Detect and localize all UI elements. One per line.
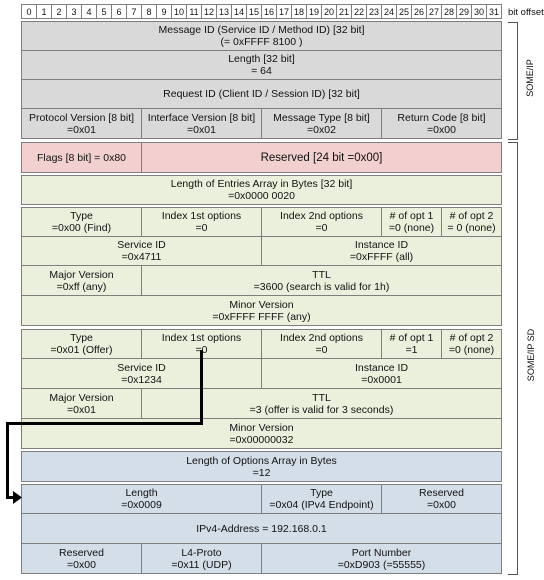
entry2-major-version-field: Major Version =0x01: [21, 388, 142, 419]
arrow-line-down2: [6, 422, 9, 499]
bracket-sd-line: [517, 142, 518, 574]
someip-label: SOME/IP: [525, 59, 535, 97]
return-code-field: Return Code [8 bit] =0x00: [381, 108, 502, 139]
bit-offset-label: bit offset: [508, 7, 544, 18]
entry1-type-field: Type =0x00 (Find): [21, 207, 142, 237]
options-length-field: Length of Options Array in Bytes =12: [21, 451, 502, 482]
entry2-minor-version-field: Minor Version =0x00000032: [21, 418, 502, 449]
option-type-field: Type =0x04 (IPv4 Endpoint): [261, 484, 382, 514]
entry1-major-version-field: Major Version =0xff (any): [21, 265, 142, 296]
protocol-version-field: Protocol Version [8 bit] =0x01: [21, 108, 142, 139]
entry2-service-id-field: Service ID =0x1234: [21, 358, 262, 389]
entry1-num-opt2-field: # of opt 2 = 0 (none): [441, 207, 502, 237]
option-port-number-field: Port Number =0xD903 (=55555): [261, 543, 502, 574]
entry1-instance-id-field: Instance ID =0xFFFF (all): [261, 236, 502, 266]
arrow-line-left: [6, 422, 203, 425]
entry1-ttl-field: TTL =3600 (search is valid for 1h): [141, 265, 502, 296]
entry1-index1-field: Index 1st options =0: [141, 207, 262, 237]
bit-20: 20: [321, 4, 337, 19]
bit-16: 16: [261, 4, 277, 19]
arrow-head-icon: [13, 491, 22, 504]
message-type-field: Message Type [8 bit] =0x02: [261, 108, 382, 139]
someip-sd-label: SOME/IP SD: [526, 328, 536, 382]
entry1-service-id-field: Service ID =0x4711: [21, 236, 262, 266]
bit-17: 17: [276, 4, 292, 19]
request-id-field: Request ID (Client ID / Session ID) [32 …: [21, 79, 502, 109]
bracket-sd-bottom: [508, 574, 518, 575]
bit-9: 9: [156, 4, 172, 19]
interface-version-field: Interface Version [8 bit] =0x01: [141, 108, 262, 139]
bit-12: 12: [201, 4, 217, 19]
bit-28: 28: [441, 4, 457, 19]
entry1-index2-field: Index 2nd options =0: [261, 207, 382, 237]
bit-11: 11: [186, 4, 202, 19]
bit-0: 0: [21, 4, 37, 19]
bit-1: 1: [36, 4, 52, 19]
bit-4: 4: [81, 4, 97, 19]
bit-24: 24: [381, 4, 397, 19]
bit-6: 6: [111, 4, 127, 19]
entry2-type-field: Type =0x01 (Offer): [21, 329, 142, 359]
bit-5: 5: [96, 4, 112, 19]
bracket-someip-top: [508, 22, 518, 23]
bit-19: 19: [306, 4, 322, 19]
bit-30: 30: [471, 4, 487, 19]
bit-18: 18: [291, 4, 307, 19]
bracket-sd-top: [508, 142, 518, 143]
bit-2: 2: [51, 4, 67, 19]
bit-23: 23: [366, 4, 382, 19]
bit-27: 27: [426, 4, 442, 19]
option-l4-proto-field: L4-Proto =0x11 (UDP): [141, 543, 262, 574]
arrow-line-down: [200, 350, 203, 425]
bit-8: 8: [141, 4, 157, 19]
bit-25: 25: [396, 4, 412, 19]
option-ipv4-address-field: IPv4-Address = 192.168.0.1: [21, 513, 502, 544]
bit-14: 14: [231, 4, 247, 19]
option-length-field: Length =0x0009: [21, 484, 262, 514]
bracket-someip-bottom: [508, 139, 518, 140]
flags-field: Flags [8 bit] = 0x80: [21, 142, 142, 173]
arrow-line-right: [6, 496, 15, 499]
bracket-someip-line: [517, 22, 518, 139]
entry2-index2-field: Index 2nd options =0: [261, 329, 382, 359]
entry1-num-opt1-field: # of opt 1 =0 (none): [381, 207, 442, 237]
bit-29: 29: [456, 4, 472, 19]
entry1-minor-version-field: Minor Version =0xFFFF FFFF (any): [21, 295, 502, 326]
bit-26: 26: [411, 4, 427, 19]
reserved-field: Reserved [24 bit =0x00]: [141, 142, 502, 173]
length-field: Length [32 bit] = 64: [21, 50, 502, 80]
bit-22: 22: [351, 4, 367, 19]
bit-15: 15: [246, 4, 262, 19]
message-id-field: Message ID (Service ID / Method ID) [32 …: [21, 21, 502, 51]
entry2-ttl-field: TTL =3 (offer is valid for 3 seconds): [141, 388, 502, 419]
entry2-num-opt1-field: # of opt 1 =1: [381, 329, 442, 359]
bit-10: 10: [171, 4, 187, 19]
entry2-instance-id-field: Instance ID =0x0001: [261, 358, 502, 389]
bit-3: 3: [66, 4, 82, 19]
bit-7: 7: [126, 4, 142, 19]
option-reserved1-field: Reserved =0x00: [381, 484, 502, 514]
entries-length-field: Length of Entries Array in Bytes [32 bit…: [21, 175, 502, 205]
bit-21: 21: [336, 4, 352, 19]
option-reserved2-field: Reserved =0x00: [21, 543, 142, 574]
bit-13: 13: [216, 4, 232, 19]
entry2-num-opt2-field: # of opt 2 =0 (none): [441, 329, 502, 359]
bit-31: 31: [486, 4, 502, 19]
